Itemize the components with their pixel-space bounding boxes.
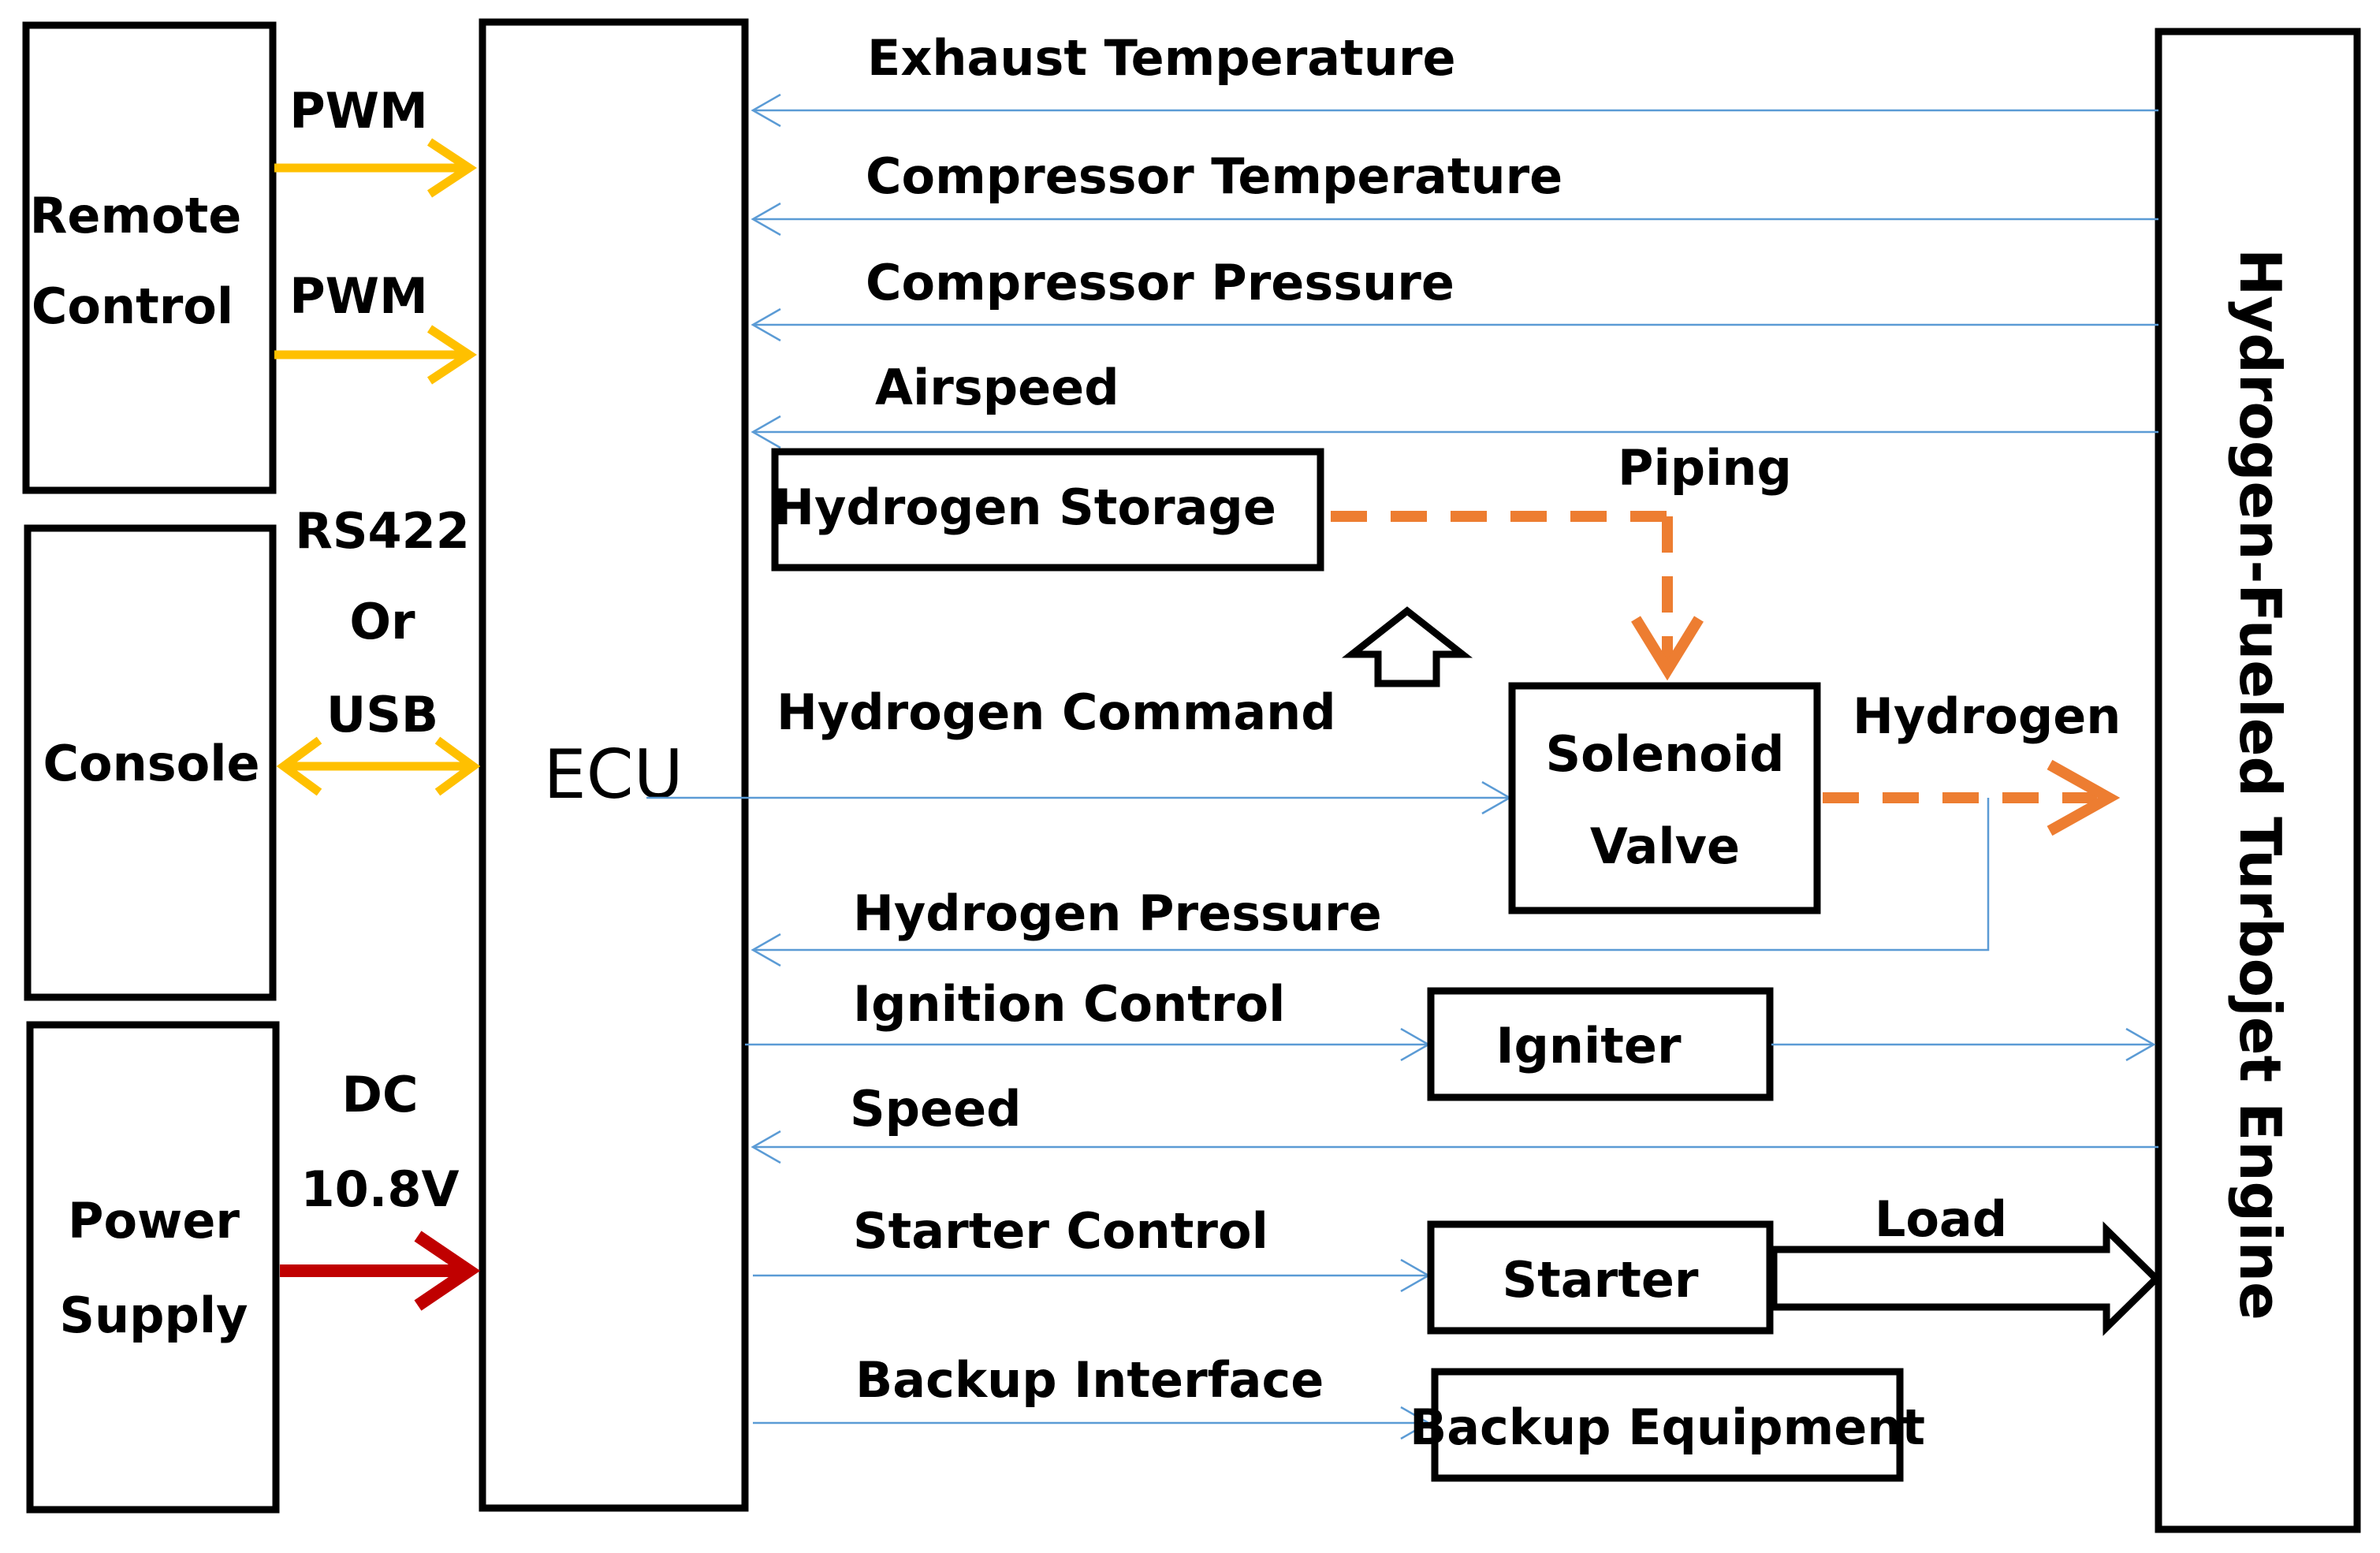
hydrogen-storage-label: Hydrogen Storage	[773, 479, 1276, 536]
pwm-label-2: PWM	[289, 267, 428, 325]
solenoid-valve-label-line2: Valve	[1590, 817, 1740, 875]
power-link-label-line2: 10.8V	[301, 1160, 460, 1218]
pwm-arrow-2: PWM	[274, 267, 477, 385]
console-link-label-line1: RS422	[295, 502, 470, 560]
pwm-arrow-1: PWM	[274, 82, 477, 198]
power-supply-label-line2: Supply	[59, 1287, 248, 1344]
solenoid-valve-block: Solenoid Valve	[1508, 682, 1821, 914]
hydrogen-pressure-label: Hydrogen Pressure	[853, 885, 1382, 942]
pwm-label-1: PWM	[289, 82, 428, 140]
compressor-pressure-label: Compressor Pressure	[866, 254, 1454, 311]
remote-control-label-line2: Control	[32, 277, 233, 335]
backup-equipment-label: Backup Equipment	[1410, 1398, 1925, 1456]
hydrogen-command-signal: Hydrogen Command	[646, 683, 1512, 815]
console-link-label-line3: USB	[326, 686, 438, 743]
load-arrow: Load	[1770, 1190, 2162, 1336]
hydrogen-command-label: Hydrogen Command	[777, 683, 1336, 741]
load-label: Load	[1875, 1190, 2007, 1248]
engine-label: Hydrogen-Fueled Turbojet Engine	[2227, 248, 2293, 1320]
starter-block: Starter	[1427, 1220, 1774, 1335]
ecu-label: ECU	[543, 736, 683, 814]
solenoid-valve-label-line1: Solenoid	[1546, 725, 1785, 783]
hydrogen-pressure-signal: Hydrogen Pressure	[751, 798, 1990, 967]
starter-control-signal: Starter Control	[753, 1202, 1431, 1293]
hydrogen-storage-block: Hydrogen Storage	[771, 448, 1324, 572]
starter-label: Starter	[1503, 1251, 1699, 1309]
backup-interface-signal: Backup Interface	[753, 1351, 1431, 1440]
hydrogen-label: Hydrogen	[1853, 687, 2121, 745]
console-label: Console	[43, 735, 259, 792]
remote-control-label-line1: Remote	[30, 187, 242, 244]
up-arrow-icon	[1341, 606, 1473, 687]
igniter-label: Igniter	[1495, 1017, 1682, 1074]
hydrogen-flow: Hydrogen	[1823, 687, 2121, 836]
ignition-control-signal: Ignition Control	[745, 975, 1431, 1062]
remote-control-block: Remote Control	[22, 21, 277, 494]
engine-block: Hydrogen-Fueled Turbojet Engine	[2155, 28, 2361, 1533]
airspeed-label: Airspeed	[875, 359, 1119, 416]
console-link-arrow: RS422 Or USB	[276, 502, 481, 796]
power-supply-block: Power Supply	[26, 1021, 280, 1514]
compressor-temperature-label: Compressor Temperature	[866, 147, 1562, 205]
starter-control-label: Starter Control	[853, 1202, 1268, 1260]
speed-signal: Speed	[751, 1080, 2158, 1164]
console-block: Console	[24, 524, 277, 1001]
airspeed-signal: Airspeed	[751, 359, 2158, 449]
piping-label: Piping	[1618, 439, 1792, 497]
igniter-to-engine-signal	[1771, 1027, 2156, 1062]
igniter-block: Igniter	[1427, 987, 1774, 1101]
power-link-label-line1: DC	[342, 1066, 419, 1123]
ignition-control-label: Ignition Control	[853, 975, 1285, 1033]
console-link-label-line2: Or	[349, 593, 415, 650]
compressor-temperature-signal: Compressor Temperature	[751, 147, 2158, 236]
exhaust-temperature-signal: Exhaust Temperature	[751, 29, 2158, 128]
power-arrow: DC 10.8V	[280, 1066, 481, 1311]
backup-equipment-block: Backup Equipment	[1410, 1368, 1925, 1482]
piping-flow: Piping	[1331, 439, 1792, 681]
ecu-block: ECU	[479, 18, 749, 1512]
exhaust-temperature-label: Exhaust Temperature	[867, 29, 1456, 87]
power-supply-label-line1: Power	[68, 1192, 240, 1249]
speed-label: Speed	[850, 1080, 1022, 1138]
compressor-pressure-signal: Compressor Pressure	[751, 254, 2158, 342]
backup-interface-label: Backup Interface	[855, 1351, 1324, 1409]
